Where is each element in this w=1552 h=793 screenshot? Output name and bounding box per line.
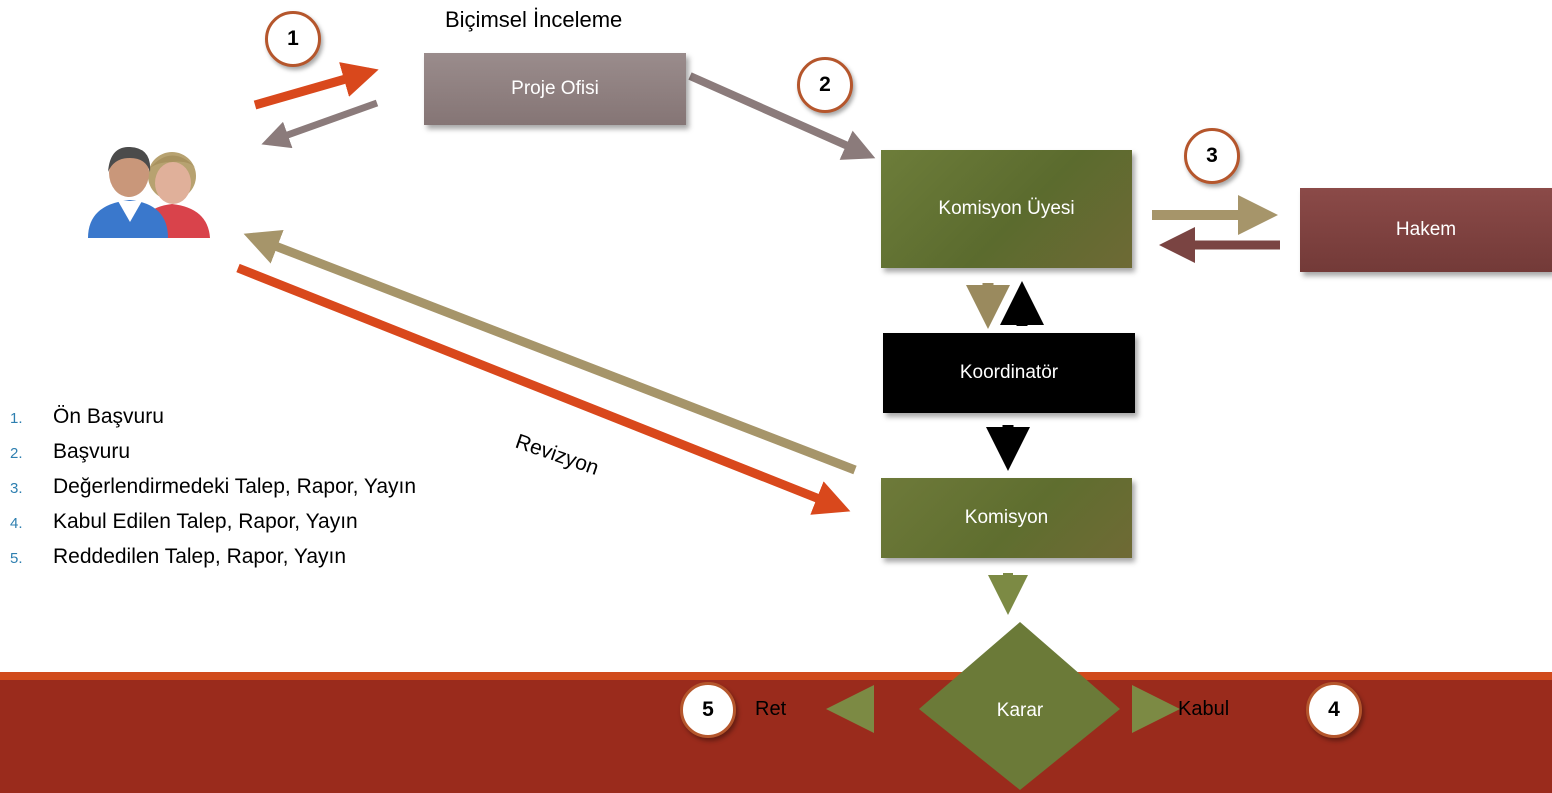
arrow-proje-to-uye: [688, 72, 876, 160]
legend-number: 4.: [10, 515, 23, 532]
arrow-applicant-to-komisyon: [236, 263, 851, 515]
legend-number: 1.: [10, 410, 23, 427]
proje-ofisi-box: Proje Ofisi: [424, 53, 686, 125]
legend-number: 3.: [10, 480, 23, 497]
komisyon-uyesi-label: Komisyon Üyesi: [938, 198, 1075, 219]
step-badge-5: 5: [680, 682, 736, 738]
arrow-revizyon-to-applicant: [243, 229, 857, 475]
step-badge-2: 2: [797, 57, 853, 113]
karar-label: Karar: [997, 700, 1044, 721]
legend-text: Değerlendirmedeki Talep, Rapor, Yayın: [53, 475, 417, 498]
legend-number: 5.: [10, 550, 23, 567]
step-badge-1: 1: [265, 11, 321, 67]
footer-band: [0, 672, 1552, 793]
legend-text: Başvuru: [53, 440, 131, 463]
legend-item: 5. Reddedilen Talep, Rapor, Yayın: [10, 545, 416, 580]
komisyon-box: Komisyon: [881, 478, 1132, 558]
proje-ofisi-label: Proje Ofisi: [511, 78, 599, 99]
arrow-from-proje-ofisi: [261, 99, 379, 149]
step-badge-4: 4: [1306, 682, 1362, 738]
koordinator-box: Koordinatör: [883, 333, 1135, 413]
arrow-to-proje-ofisi: [253, 62, 379, 110]
karar-diamond: [919, 622, 1120, 790]
hakem-label: Hakem: [1395, 219, 1457, 240]
legend-number: 2.: [10, 445, 23, 462]
kabul-label: Kabul: [1178, 698, 1230, 720]
legend-list: 1. Ön Başvuru 2. Başvuru 3. Değerlendirmede…: [10, 405, 416, 580]
step-badge-3: 3: [1184, 128, 1240, 184]
bicimsel-inceleme-label: Biçimsel İnceleme: [445, 7, 623, 32]
komisyon-label: Komisyon: [964, 507, 1049, 528]
legend-item: 2. Başvuru: [10, 440, 416, 475]
legend-item: 1. Ön Başvuru: [10, 405, 416, 440]
hakem-box: Hakem: [1300, 188, 1552, 272]
komisyon-uyesi-box: Komisyon Üyesi: [881, 150, 1132, 268]
koordinator-label: Koordinatör: [959, 362, 1059, 383]
legend-item: 3. Değerlendirmedeki Talep, Rapor, Yayın: [10, 475, 416, 510]
ret-label: Ret: [755, 698, 787, 720]
applicant-users-icon: [88, 146, 210, 238]
legend-text: Reddedilen Talep, Rapor, Yayın: [53, 545, 347, 568]
legend-item: 4. Kabul Edilen Talep, Rapor, Yayın: [10, 510, 416, 545]
legend-text: Kabul Edilen Talep, Rapor, Yayın: [53, 510, 358, 533]
legend-text: Ön Başvuru: [53, 405, 164, 428]
